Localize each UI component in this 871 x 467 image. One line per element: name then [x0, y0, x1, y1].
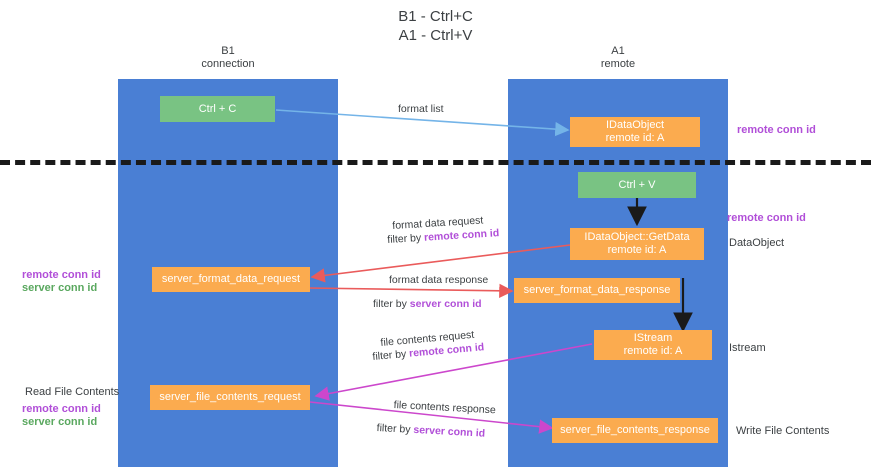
box-getdata-line1: IDataObject::GetData — [584, 231, 690, 243]
box-idataobject[interactable]: IDataObject remote id: A — [570, 117, 700, 147]
section-divider — [0, 160, 871, 165]
box-server-format-data-response[interactable]: server_format_data_response — [514, 278, 680, 303]
box-server-format-data-response-label: server_format_data_response — [523, 284, 671, 296]
box-server-file-contents-response[interactable]: server_file_contents_response — [552, 418, 718, 443]
edge-label-file-contents-response: file contents response — [393, 399, 497, 417]
box-idataobject-line2: remote id: A — [605, 132, 665, 144]
edge-label-file-contents-response-filter: filter by server conn id — [376, 422, 485, 441]
title-line-1: B1 - Ctrl+C — [398, 8, 473, 25]
box-idataobject-line1: IDataObject — [605, 119, 665, 131]
box-ctrl-v-label: Ctrl + V — [618, 178, 656, 191]
box-istream[interactable]: IStream remote id: A — [594, 330, 712, 360]
box-server-file-contents-request-label: server_file_contents_request — [159, 391, 301, 403]
lane-header-b1-subtitle: connection — [201, 58, 255, 70]
filter-prefix: filter by — [387, 231, 425, 246]
arrow-format-data-response — [307, 283, 514, 299]
annotation-left-remote-conn-id-2: remote conn id — [22, 403, 101, 415]
annotation-remote-conn-id-top: remote conn id — [737, 124, 816, 136]
box-ctrl-c-label: Ctrl + C — [198, 102, 237, 115]
box-server-format-data-request-label: server_format_data_request — [161, 273, 301, 285]
box-ctrl-c[interactable]: Ctrl + C — [160, 96, 275, 122]
lane-header-a1-name: A1 — [611, 45, 625, 57]
annotation-read-file-contents: Read File Contents — [25, 386, 120, 398]
lane-header-a1: A1 remote — [518, 45, 718, 71]
box-ctrl-v[interactable]: Ctrl + V — [578, 172, 696, 198]
lane-header-a1-subtitle: remote — [600, 58, 636, 70]
filter-prefix: filter by — [372, 347, 410, 363]
annotation-write-file-contents: Write File Contents — [736, 425, 830, 437]
box-istream-line1: IStream — [633, 332, 673, 344]
annotation-remote-conn-id-mid: remote conn id — [727, 212, 806, 224]
annotation-dataobject: DataObject — [729, 237, 785, 249]
edge-label-format-data-response: format data response — [389, 274, 489, 286]
filter-key-server-conn-id: server conn id — [413, 423, 486, 440]
box-server-file-contents-response-label: server_file_contents_response — [560, 424, 710, 436]
filter-prefix: filter by — [376, 422, 414, 436]
box-idataobject-getdata[interactable]: IDataObject::GetData remote id: A — [570, 228, 704, 260]
annotation-istream: Istream — [729, 342, 766, 354]
edge-label-format-list: format list — [398, 103, 444, 115]
box-server-format-data-request[interactable]: server_format_data_request — [152, 267, 310, 292]
lane-header-b1: B1 connection — [128, 45, 328, 71]
lane-header-b1-name: B1 — [221, 45, 235, 57]
edge-label-format-data-response-filter: filter by server conn id — [373, 298, 482, 311]
title-line-2: A1 - Ctrl+V — [398, 27, 473, 44]
annotation-left-remote-conn-id: remote conn id — [22, 269, 101, 281]
filter-prefix: filter by — [373, 298, 410, 310]
box-server-file-contents-request[interactable]: server_file_contents_request — [150, 385, 310, 410]
box-getdata-line2: remote id: A — [607, 244, 667, 256]
page-title: B1 - Ctrl+C A1 - Ctrl+V — [0, 7, 871, 45]
filter-key-server-conn-id: server conn id — [409, 298, 482, 310]
annotation-left-server-conn-id: server conn id — [22, 282, 98, 294]
annotation-left-server-conn-id-2: server conn id — [22, 416, 98, 428]
box-istream-line2: remote id: A — [623, 345, 683, 357]
